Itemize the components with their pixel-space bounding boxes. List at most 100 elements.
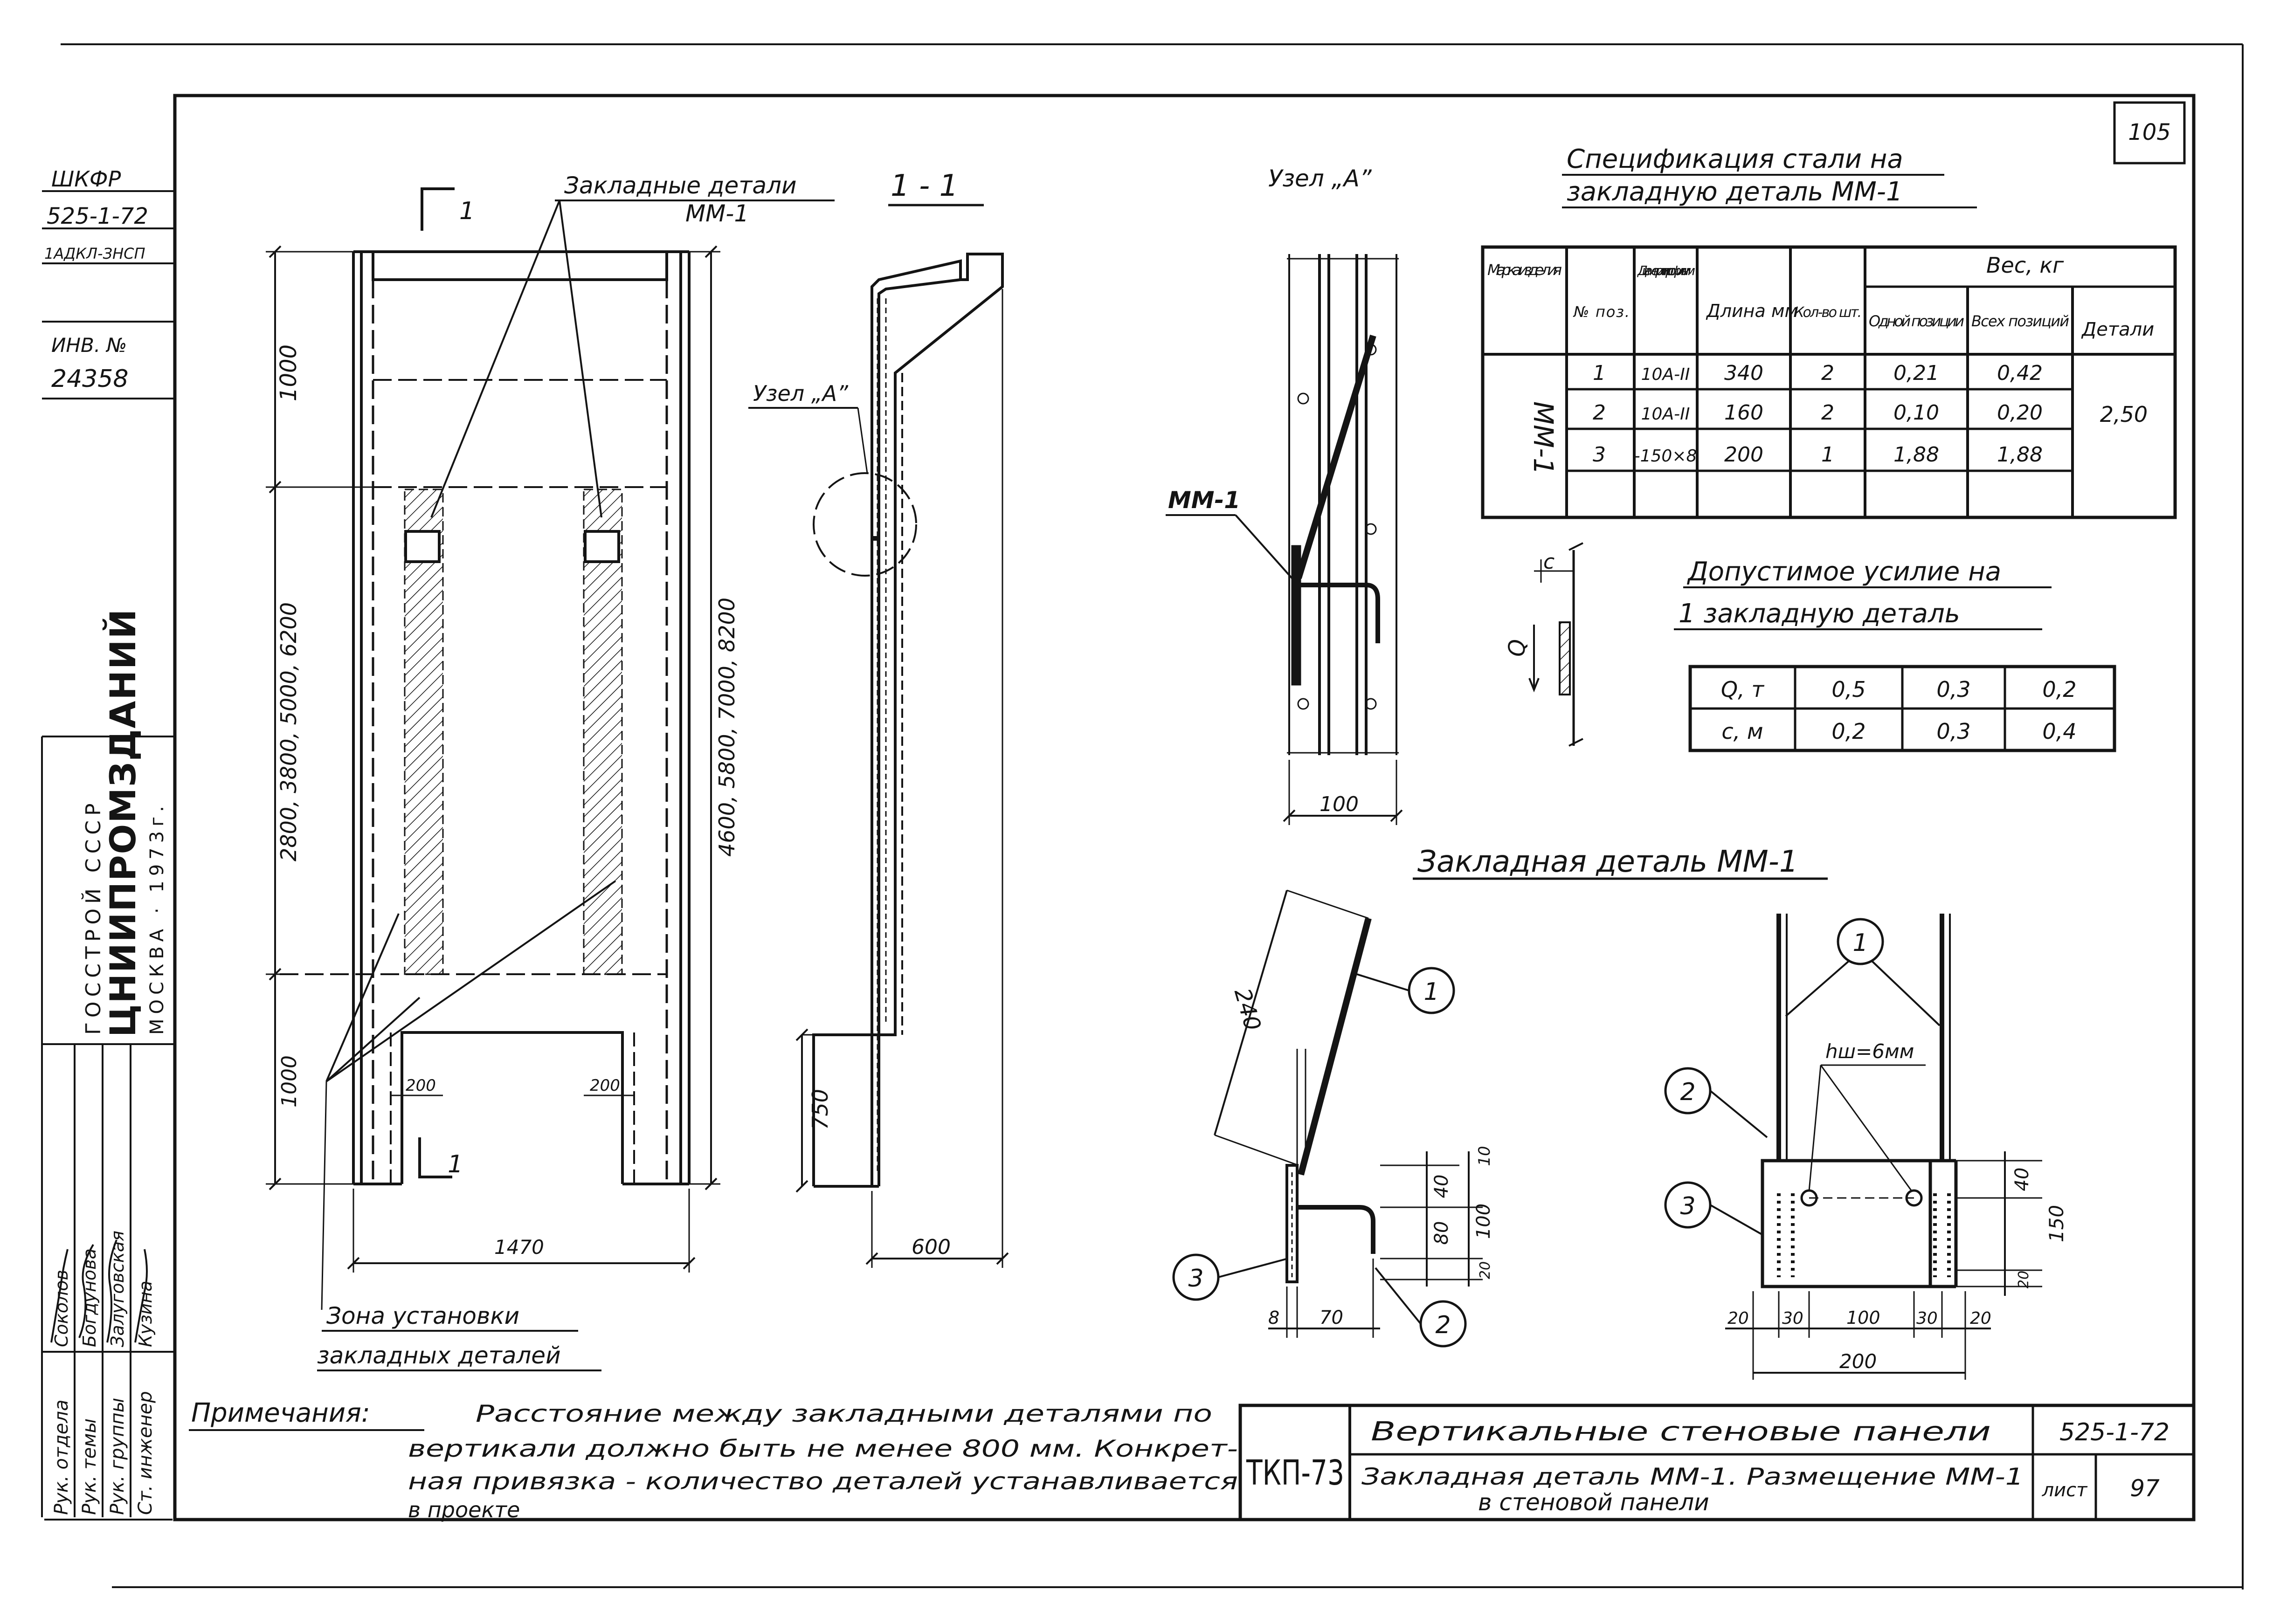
side-dim-80: 80	[1431, 1221, 1452, 1245]
force-table: Допустимое усилие на 1 закладную деталь …	[1504, 542, 2116, 752]
title-block: ТКП-73 Вертикальные стеновые панели Закл…	[1238, 1404, 2196, 1521]
svg-text:160: 160	[1724, 401, 1763, 425]
left-strip: ШКФР 525-1-72 1АДКЛ-ЗНСП ИНВ. № 24358 ГО…	[41, 166, 175, 1517]
detail-title: Закладная деталь ММ-1	[1417, 845, 1798, 879]
svg-text:10А-II: 10А-II	[1641, 405, 1690, 424]
svg-text:340: 340	[1724, 361, 1763, 385]
force-title-1: Допустимое усилие на	[1686, 557, 2001, 587]
spec-row-2: 2 10А-II 160 2 0,10 0,20	[1593, 401, 2043, 425]
cut-mark-bottom: 1	[448, 1150, 463, 1178]
spec-table: Спецификация стали на закладную деталь М…	[1481, 144, 2177, 519]
spec-title-1: Спецификация стали на	[1567, 144, 1903, 174]
weld-size: hш=6мм	[1825, 1040, 1914, 1063]
spec-total-weight: 2,50	[2100, 402, 2148, 427]
signature-scribbles	[50, 1239, 148, 1343]
title-line-1: Вертикальные стеновые панели	[1371, 1417, 1991, 1447]
svg-text:0,20: 0,20	[1997, 401, 2043, 425]
hdr-one-pos: Одной позиции	[1869, 312, 1964, 330]
notes-line-4: в проекте	[408, 1497, 520, 1522]
dim-750: 750	[808, 1089, 833, 1130]
hdr-weight: Вес, кг	[1986, 253, 2064, 278]
code-series: 525-1-72	[47, 203, 148, 229]
name-2: Богдунова	[79, 1248, 100, 1347]
dim-bottom: 1000	[277, 1055, 301, 1108]
inv-number: 24358	[51, 365, 128, 393]
front-dim-b3: 100	[1846, 1307, 1880, 1328]
svg-text:0,3: 0,3	[1936, 677, 1970, 702]
series-number: 525-1-72	[2059, 1418, 2169, 1446]
side-dim-8: 8	[1268, 1307, 1279, 1328]
notes-line-2: вертикали должно быть не менее 800 мм. К…	[408, 1435, 1238, 1462]
hdr-qty: Кол-во шт.	[1794, 304, 1862, 321]
svg-text:0,3: 0,3	[1936, 719, 1970, 744]
front-callout-3: 3	[1680, 1192, 1695, 1220]
install-zone-right	[583, 489, 623, 975]
org-gosstroy: ГОССТРОЙ СССР	[81, 798, 105, 1035]
force-label-c: c	[1543, 550, 1555, 574]
panel-front-view: 1 Закладные детали ММ-1	[266, 172, 835, 1371]
notes-label: Примечания:	[191, 1398, 370, 1428]
embedded-parts-mark: ММ-1	[685, 200, 749, 227]
svg-text:2: 2	[1593, 401, 1606, 425]
side-dim-100: 100	[1473, 1204, 1494, 1239]
code-ref: 1АДКЛ-ЗНСП	[44, 245, 145, 262]
title-line-3: в стеновой панели	[1478, 1489, 1709, 1516]
front-dim-b1: 20	[1727, 1309, 1749, 1328]
cut-mark-top: 1	[459, 197, 475, 225]
embedded-part-right	[584, 530, 620, 563]
role-1: Рук. отдела	[51, 1400, 72, 1515]
svg-text:0,10: 0,10	[1893, 401, 1939, 425]
side-dim-10: 10	[1475, 1146, 1494, 1166]
node-a-title: Узел „А”	[1268, 165, 1372, 192]
svg-text:0,2: 0,2	[2042, 677, 2076, 702]
hdr-mark: Марка изде-лия	[1487, 261, 1562, 279]
svg-text:3: 3	[1593, 443, 1606, 467]
zone-label-1: Зона установки	[326, 1302, 519, 1329]
svg-text:0,5: 0,5	[1831, 677, 1865, 702]
sheet-no: 97	[2130, 1475, 2160, 1502]
embedded-part-left	[404, 530, 441, 563]
force-label-q: Q	[1504, 639, 1530, 657]
front-dim-200: 200	[1839, 1350, 1877, 1373]
side-dim-240: 240	[1229, 985, 1266, 1034]
hdr-all-pos: Всех позиций	[1971, 312, 2069, 330]
notes-line-1: Расстояние между закладными деталями по	[476, 1400, 1212, 1427]
side-callout-3: 3	[1188, 1265, 1203, 1293]
svg-text:10А-II: 10А-II	[1641, 365, 1690, 384]
dim-top: 1000	[276, 344, 302, 401]
drawing-frame	[173, 94, 2196, 1521]
front-dim-b5: 20	[1970, 1309, 1991, 1328]
force-title-2: 1 закладную деталь	[1679, 599, 1960, 629]
svg-text:2: 2	[1821, 401, 1834, 425]
svg-text:1,88: 1,88	[1997, 443, 2043, 467]
name-1: Соколов	[51, 1270, 72, 1347]
front-dim-150: 150	[2045, 1205, 2068, 1242]
zone-label-2: закладных деталей	[317, 1342, 561, 1369]
side-dim-70: 70	[1320, 1307, 1343, 1328]
node-dim-100: 100	[1320, 792, 1359, 816]
section-1-1: 1 - 1 Узел „А” 750 600	[748, 169, 1009, 1268]
hdr-length: Длина мм	[1706, 301, 1798, 321]
role-3: Рук. группы	[107, 1398, 128, 1515]
dim-200-left: 200	[406, 1076, 436, 1095]
svg-text:1,88: 1,88	[1893, 443, 1939, 467]
front-dim-b4: 30	[1916, 1309, 1938, 1328]
front-dim-40: 40	[2011, 1168, 2033, 1191]
hdr-diam: Диаметр или профиль мм	[1637, 263, 1695, 278]
hdr-part: Детали	[2081, 319, 2154, 340]
svg-text:2: 2	[1821, 361, 1834, 385]
sheet-number: 105	[2128, 119, 2171, 145]
node-part-label: ММ-1	[1168, 487, 1240, 514]
role-2: Рук. темы	[79, 1418, 100, 1515]
spec-row-3: 3 -150×8 200 1 1,88 1,88	[1593, 443, 2043, 467]
spec-mark: ММ-1	[1527, 401, 1559, 475]
node-a-ref: Узел „А”	[753, 381, 849, 406]
spec-row-1: 1 10А-II 340 2 0,21 0,42	[1593, 361, 2043, 385]
dim-width: 1470	[494, 1236, 544, 1259]
sheet-number-box: 105	[2113, 101, 2186, 165]
front-dim-b2: 30	[1782, 1309, 1803, 1328]
detail-side-view: 240 40 10 80 100 20 8 70 1 3 2	[1172, 889, 1494, 1348]
section-title: 1 - 1	[891, 169, 958, 203]
svg-text:0,2: 0,2	[1831, 719, 1865, 744]
